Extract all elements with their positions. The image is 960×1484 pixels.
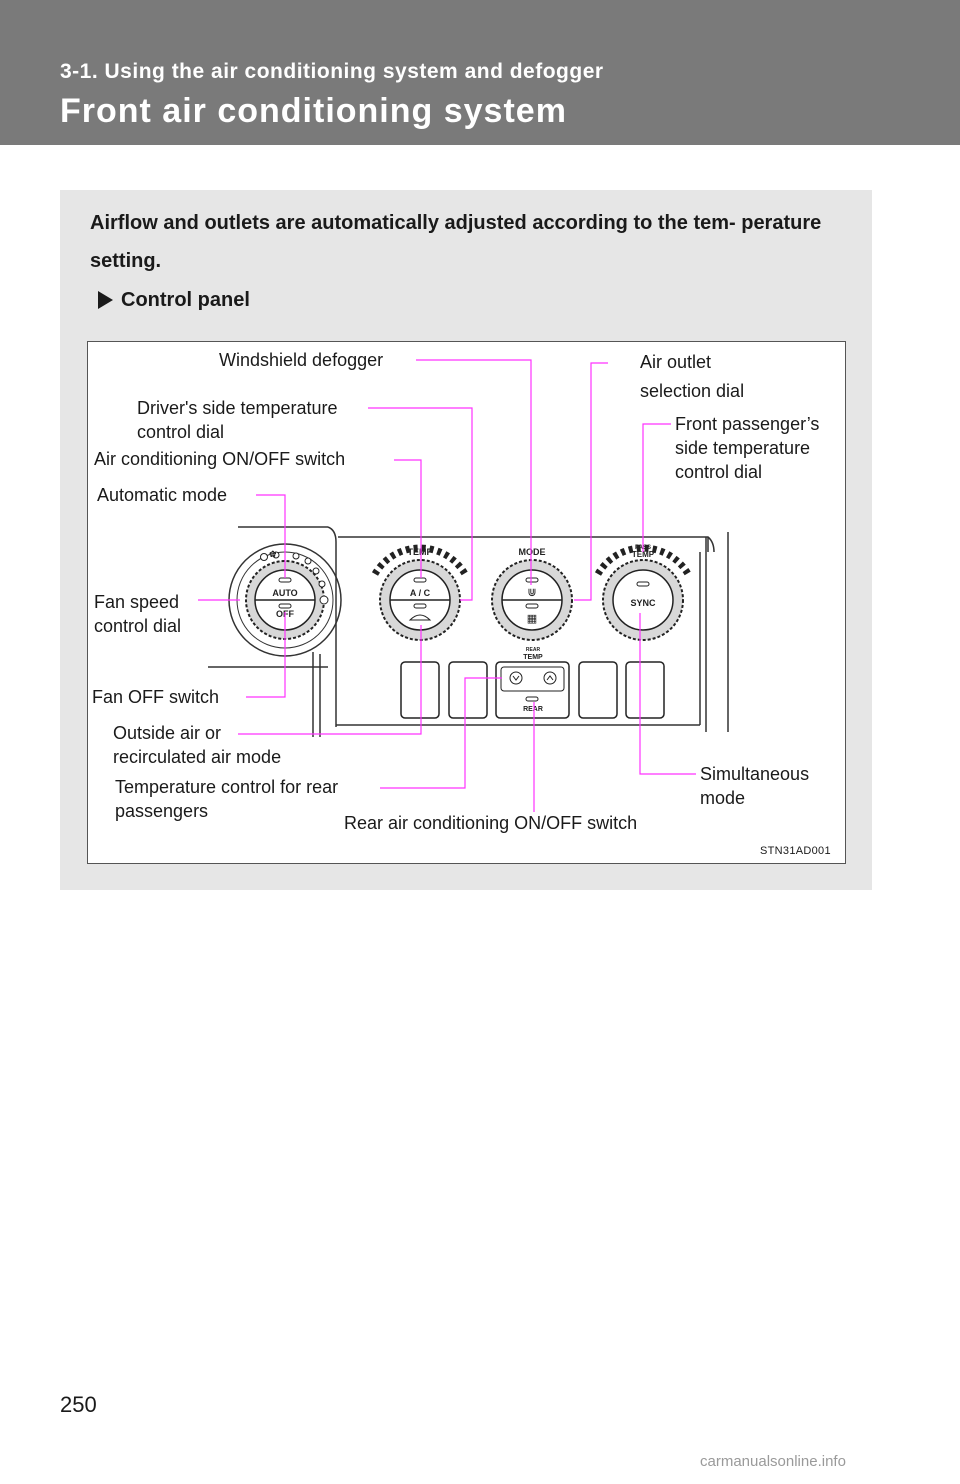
rear-temp-up-icon	[543, 671, 557, 685]
leader-driver-temp	[368, 407, 473, 601]
triangle-bullet-icon	[98, 291, 113, 309]
leader-rear-temp	[380, 677, 502, 789]
leader-lines	[198, 359, 696, 812]
section-title: 3-1. Using the air conditioning system a…	[60, 60, 604, 83]
label-rear-ac: Rear air conditioning ON/OFF switch	[344, 813, 638, 833]
leader-passenger-temp	[642, 423, 671, 552]
rear-temp-down-icon	[509, 671, 523, 685]
fan-icon: ✿	[269, 550, 277, 560]
rear-temp-control	[495, 661, 570, 719]
leader-fan-off	[246, 612, 286, 698]
windshield-defog-icon: ⋓	[527, 586, 536, 599]
page-title: Front air conditioning system	[60, 92, 567, 130]
page-header: 3-1. Using the air conditioning system a…	[0, 0, 960, 145]
page-number: 250	[60, 1392, 97, 1417]
sync-button-label: SYNC	[630, 598, 656, 608]
rear-bottom-label: REAR	[523, 706, 543, 713]
recirculation-icon	[408, 614, 432, 621]
pass-temp-label: TEMP	[632, 550, 655, 559]
label-fan-off: Fan OFF switch	[92, 687, 220, 707]
mode-dial-label: MODE	[519, 547, 546, 557]
label-automatic-mode: Automatic mode	[97, 485, 228, 505]
control-panel-subheading: Control panel	[98, 285, 250, 315]
leader-auto	[256, 494, 286, 578]
fan-dial-assembly: ✿	[228, 543, 342, 657]
rear-temp-label: TEMP	[523, 654, 543, 661]
rear-top-label: REAR	[526, 647, 541, 653]
leader-simultaneous	[639, 613, 696, 775]
dashboard-outline	[208, 526, 729, 737]
passenger-temp-dial	[594, 544, 692, 641]
switch-blanks	[400, 661, 665, 719]
rear-defog-icon: ▦	[527, 612, 537, 625]
ac-button-label: A / C	[410, 588, 431, 598]
leader-air-outlet	[574, 362, 608, 601]
mode-dial: ⋓ ▦	[491, 559, 573, 641]
leader-ac-switch	[394, 459, 422, 578]
leader-outside-air	[238, 625, 422, 735]
temp-dial-label: TEMP	[407, 547, 432, 557]
control-panel-illustration: ✿ AUTO OFF TEMP A / C ⋓ ▦ MODE	[198, 359, 729, 812]
intro-text: Airflow and outlets are automatically ad…	[90, 212, 822, 272]
subheading-label: Control panel	[121, 288, 250, 311]
figure-code: STN31AD001	[760, 845, 831, 857]
label-windshield-defogger: Windshield defogger	[219, 350, 384, 370]
control-panel-figure: ✿ AUTO OFF TEMP A / C ⋓ ▦ MODE	[87, 341, 846, 864]
auto-button-label: AUTO	[272, 588, 297, 598]
watermark: carmanualsonline.info	[700, 1453, 846, 1470]
driver-temp-dial	[371, 544, 469, 641]
leader-windshield-defogger	[416, 359, 532, 585]
label-ac-switch: Air conditioning ON/OFF switch	[94, 449, 346, 469]
